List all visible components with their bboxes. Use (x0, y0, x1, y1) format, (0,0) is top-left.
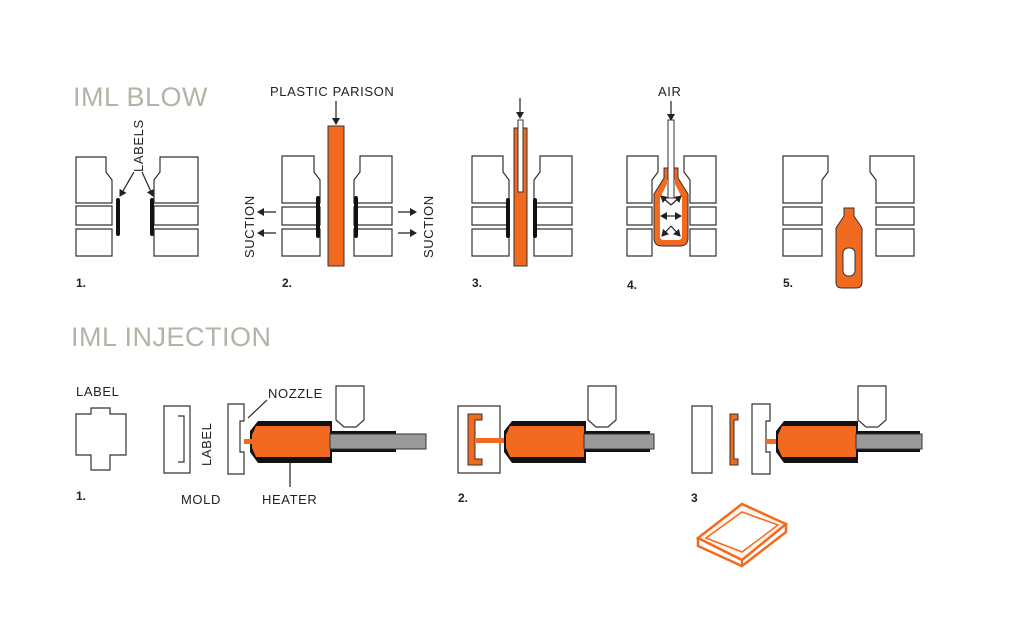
injection-section-title: IML INJECTION (71, 322, 272, 352)
air-arrow-down-right (670, 225, 681, 237)
blow-step-5-number: 5. (783, 276, 793, 290)
blow-step-2-number: 2. (282, 276, 292, 290)
blow-pin (517, 119, 524, 193)
label-left (116, 198, 120, 236)
plastic-parison-label: PLASTIC PARISON (270, 84, 394, 99)
injection-step-1-number: 1. (76, 489, 86, 503)
hopper (335, 385, 365, 428)
label-left (316, 196, 320, 238)
left-mold-half-open (782, 155, 829, 257)
mold-left-half-open (691, 405, 713, 474)
mold-text: MOLD (181, 492, 221, 507)
blow-step-1-number: 1. (76, 276, 86, 290)
left-mold-half (75, 156, 113, 257)
screw (583, 433, 655, 450)
finished-container (695, 502, 789, 568)
right-mold-half-open (869, 155, 915, 257)
nozzle-leader (247, 399, 268, 419)
air-pin (667, 119, 675, 199)
injected-flow (476, 438, 520, 443)
nozzle-flow (244, 439, 254, 444)
left-mold-half (281, 155, 321, 257)
label-right (533, 198, 537, 238)
label-left (506, 198, 510, 238)
left-mold-half (471, 155, 510, 257)
label-vertical-text: LABEL (199, 423, 214, 466)
air-arrow-down-left (661, 225, 672, 237)
melt-barrel (778, 426, 856, 457)
heater-text: HEATER (262, 492, 317, 507)
label-top-text: LABEL (76, 384, 119, 399)
injection-step-3-number: 3 (691, 491, 698, 505)
nozzle-text: NOZZLE (268, 386, 323, 401)
blow-step-2: PLASTIC PARISON SUCTION SUCTION 2. (242, 84, 436, 290)
mold-right-half (751, 403, 771, 475)
screw (329, 433, 427, 450)
melt-barrel (506, 426, 584, 457)
air-arrow-up-left (660, 195, 672, 206)
flat-label-blank (75, 407, 127, 471)
melt-barrel (252, 426, 330, 457)
hopper (857, 385, 887, 428)
molded-part (467, 413, 483, 466)
blow-section-title: IML BLOW (73, 82, 208, 112)
nozzle-flow (766, 439, 782, 444)
bottle-label (842, 247, 856, 277)
plastic-parison (327, 125, 345, 267)
ejected-part (729, 413, 739, 466)
right-mold-half (683, 155, 717, 257)
label-right (354, 196, 358, 238)
labels-text: LABELS (131, 119, 146, 172)
screw (855, 433, 923, 450)
injection-step-2-number: 2. (458, 491, 468, 505)
blow-step-3: 3. (471, 98, 573, 290)
injection-step-1: LABEL 1. LABEL MOLD NOZZLE HEATER (75, 384, 427, 507)
injection-step-3: 3 (691, 385, 923, 568)
mold-right-half (227, 403, 245, 475)
blow-step-3-number: 3. (472, 276, 482, 290)
blow-step-4-number: 4. (627, 278, 637, 292)
label-arrow-left (119, 171, 135, 197)
label-arrow-right (141, 171, 155, 197)
suction-left-text: SUCTION (242, 195, 257, 258)
suction-right-text: SUCTION (421, 195, 436, 258)
right-mold-half (533, 155, 573, 257)
right-mold-half (153, 156, 199, 257)
injection-step-2: 2. (457, 385, 655, 505)
air-label: AIR (658, 84, 681, 99)
left-mold-half (626, 155, 659, 257)
right-mold-half (353, 155, 393, 257)
blow-step-5: 5. (782, 155, 915, 290)
mold-cavity (178, 415, 185, 463)
hopper (587, 385, 617, 428)
air-arrow-up-right (670, 195, 682, 206)
bottle-cavity (660, 180, 682, 240)
blow-step-4: AIR 4. (626, 84, 717, 292)
blow-step-1: LABELS 1. (75, 119, 199, 290)
label-right (150, 198, 154, 236)
mold-left-half (163, 405, 191, 474)
